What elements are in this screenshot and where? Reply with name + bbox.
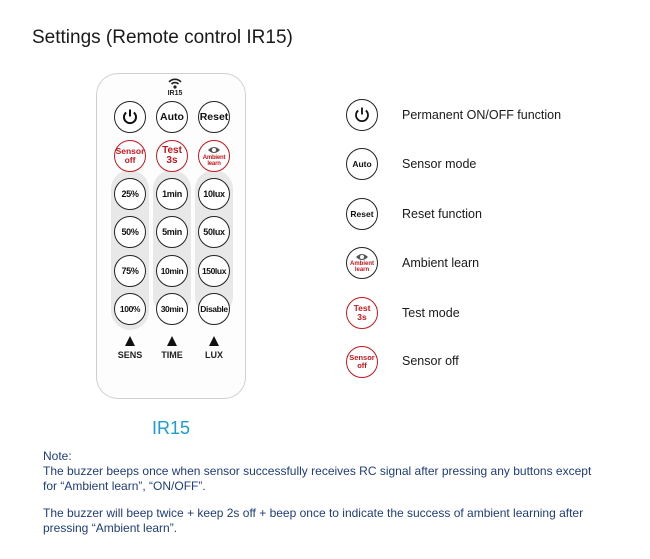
- reset-button[interactable]: Reset: [198, 101, 230, 133]
- remote-model-name: IR15: [151, 418, 191, 438]
- sens-column-label: SENS: [117, 350, 143, 360]
- lux-arrow-icon: [209, 336, 219, 346]
- legend-ambient-label: Ambient learn: [402, 256, 480, 270]
- legend-auto-label: Sensor mode: [402, 157, 477, 171]
- power-icon: [123, 109, 137, 125]
- legend-test-label: Test mode: [402, 306, 460, 320]
- sens-arrow-icon: [125, 336, 135, 346]
- sensor-off-label-2: off: [124, 155, 136, 165]
- legend-ambient-text-1: Ambient: [350, 260, 374, 267]
- sensor-off-label-1: Sensor: [115, 146, 145, 157]
- legend-sensor-off-label: Sensor off: [402, 354, 459, 368]
- legend-power-label: Permanent ON/OFF function: [402, 108, 562, 122]
- time-30min-button[interactable]: 30min: [156, 293, 188, 325]
- legend-power-icon: [346, 99, 378, 131]
- eye-icon: [356, 253, 368, 260]
- lux-50-button[interactable]: 50lux: [198, 216, 230, 248]
- time-column-label: TIME: [161, 350, 183, 360]
- legend-sensor-off-text-2: off: [357, 361, 367, 370]
- test-label-2: 3s: [166, 155, 178, 166]
- time-5min-button[interactable]: 5min: [156, 216, 188, 248]
- legend-ambient-text-2: learn: [354, 267, 370, 273]
- sens-50-button[interactable]: 50%: [114, 216, 146, 248]
- sens-25-button[interactable]: 25%: [114, 178, 146, 210]
- ambient-label-2: learn: [207, 160, 221, 167]
- ambient-learn-button[interactable]: Ambient learn: [198, 140, 230, 172]
- ir-signal-icon: [168, 78, 182, 89]
- legend-reset-icon: Reset: [346, 198, 378, 230]
- sens-75-button[interactable]: 75%: [114, 255, 146, 287]
- lux-column-label: LUX: [205, 350, 223, 360]
- ambient-label-1: Ambient: [202, 154, 226, 161]
- legend-reset-label: Reset function: [402, 207, 482, 221]
- remote-model-label: IR15: [167, 90, 183, 97]
- note-heading: Note:: [43, 449, 72, 463]
- time-arrow-icon: [167, 336, 177, 346]
- lux-disable-button[interactable]: Disable: [198, 293, 230, 325]
- power-button[interactable]: [114, 101, 146, 133]
- note-line-3: The buzzer will beep twice + keep 2s off…: [43, 506, 584, 520]
- test-label-1: Test: [162, 144, 182, 156]
- note-line-1: The buzzer beeps once when sensor succes…: [43, 464, 592, 478]
- legend-auto-icon: Auto: [346, 148, 378, 180]
- legend-sensor-off-text-1: Sensor: [349, 353, 375, 363]
- note-line-2: for “Ambient learn”, “ON/OFF”.: [43, 479, 206, 493]
- page-title: Settings (Remote control IR15): [32, 27, 293, 48]
- legend-test-text-2: 3s: [357, 312, 367, 322]
- auto-button[interactable]: Auto: [156, 101, 188, 133]
- note-line-4: pressing “Ambient learn”.: [43, 521, 178, 535]
- legend-ambient-icon: Ambient learn: [346, 247, 378, 279]
- time-10min-button[interactable]: 10min: [156, 255, 188, 287]
- lux-10-button[interactable]: 10lux: [198, 178, 230, 210]
- eye-icon: [208, 146, 220, 153]
- sens-100-button[interactable]: 100%: [114, 293, 146, 325]
- legend-test-text-1: Test: [353, 303, 371, 314]
- power-icon: [355, 107, 369, 122]
- lux-150-button[interactable]: 150lux: [198, 255, 230, 287]
- time-1min-button[interactable]: 1min: [156, 178, 188, 210]
